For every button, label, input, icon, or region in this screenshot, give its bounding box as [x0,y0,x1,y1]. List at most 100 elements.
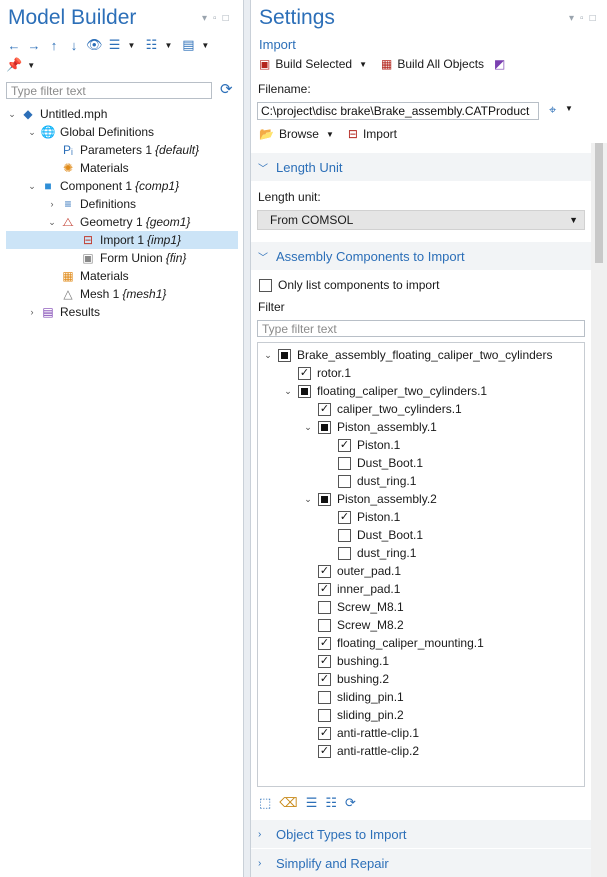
component-checkbox[interactable]: ✓ [318,636,331,650]
component-row[interactable]: ✓bushing.1 [302,652,389,670]
assembly-components-section-header[interactable]: ﹀ Assembly Components to Import [251,242,591,270]
component-checkbox[interactable] [298,384,311,398]
component-row[interactable]: ✓floating_caliper_mounting.1 [302,634,484,652]
select-all-icon[interactable]: ⬚ [259,795,272,810]
component-checkbox[interactable] [338,546,351,560]
component-checkbox[interactable] [318,708,331,722]
tree-node[interactable]: ✺Materials [6,159,238,177]
component-checkbox[interactable] [318,420,331,434]
component-row[interactable]: ⌄Brake_assembly_floating_caliper_two_cyl… [262,346,552,364]
component-checkbox[interactable] [338,474,351,488]
component-row[interactable]: dust_ring.1 [322,544,416,562]
object-types-section-header[interactable]: › Object Types to Import [251,820,591,848]
tree-node[interactable]: ›▤Results [6,303,238,321]
pin-node-icon[interactable]: 📌 [6,57,23,72]
chevron-right-icon[interactable]: › [30,307,34,317]
component-checkbox[interactable]: ✓ [318,726,331,740]
component-row[interactable]: ✓anti-rattle-clip.1 [302,724,419,742]
minimize-icon[interactable]: ▫ [213,13,217,24]
maximize-icon[interactable]: □ [222,13,229,24]
chevron-down-icon[interactable]: ▼ [27,60,36,70]
chevron-down-icon[interactable]: ▼ [164,40,173,50]
component-row[interactable]: ✓outer_pad.1 [302,562,401,580]
component-checkbox[interactable]: ✓ [338,438,351,452]
maximize-icon[interactable]: □ [589,13,596,24]
length-unit-section-header[interactable]: ﹀ Length Unit [251,153,591,181]
component-row[interactable]: sliding_pin.2 [302,706,404,724]
chevron-down-icon[interactable]: ▼ [127,40,136,50]
expand-sections-icon[interactable]: ☰ [108,37,121,52]
import-button[interactable]: ⊟ Import [347,127,397,141]
component-checkbox[interactable]: ✓ [318,564,331,578]
only-list-components-option[interactable]: Only list components to import [259,278,439,292]
component-row[interactable]: sliding_pin.1 [302,688,404,706]
settings-scrollbar[interactable] [591,143,607,877]
show-eye-icon[interactable]: 👁 [86,37,103,52]
chevron-down-icon[interactable]: ⌄ [264,349,272,360]
graphics-preview-button[interactable]: ◩ [494,57,505,71]
component-checkbox[interactable]: ✓ [318,744,331,758]
model-builder-filter-input[interactable] [6,82,212,99]
component-checkbox[interactable] [278,348,291,362]
tree-node[interactable]: ›≡Definitions [6,195,238,213]
tree-node[interactable]: ⊟Import 1{imp1} [6,231,238,249]
browse-button[interactable]: 📂 Browse ▼ [259,127,334,141]
component-row[interactable]: ⌄Piston_assembly.2 [302,490,437,508]
chevron-down-icon[interactable]: ⌄ [284,385,292,396]
pin-icon[interactable]: ▾ [202,13,208,24]
tree-node[interactable]: △Mesh 1{mesh1} [6,285,238,303]
tree-node[interactable]: ⌄◆Untitled.mph [6,105,238,123]
component-checkbox[interactable] [338,456,351,470]
component-row[interactable]: ✓caliper_two_cylinders.1 [302,400,462,418]
component-row[interactable]: Dust_Boot.1 [322,526,423,544]
component-row[interactable]: ✓Piston.1 [322,508,400,526]
chevron-down-icon[interactable]: ⌄ [304,421,312,432]
chevron-right-icon[interactable]: › [50,199,54,209]
component-filter-input[interactable] [257,320,585,337]
refresh-icon[interactable]: ⟳ [220,81,233,98]
component-checkbox[interactable]: ✓ [318,582,331,596]
component-row[interactable]: Screw_M8.1 [302,598,404,616]
filename-input[interactable] [257,102,539,120]
settings-scroll-thumb[interactable] [595,143,603,263]
component-checkbox[interactable] [338,528,351,542]
pin-icon[interactable]: ▾ [569,13,575,24]
back-arrow-icon[interactable]: ← [7,37,21,53]
component-row[interactable]: ⌄Piston_assembly.1 [302,418,437,436]
build-all-objects-button[interactable]: ▦ Build All Objects [380,57,485,71]
chevron-down-icon[interactable]: ▼ [565,104,573,113]
collapse-sections-icon[interactable]: ☷ [145,37,158,52]
component-row[interactable]: ✓inner_pad.1 [302,580,400,598]
length-unit-select[interactable]: From COMSOL ▼ [257,210,585,230]
forward-arrow-icon[interactable]: → [27,37,41,53]
tree-node[interactable]: ⌄■Component 1{comp1} [6,177,238,195]
component-checkbox[interactable] [318,600,331,614]
minimize-icon[interactable]: ▫ [580,13,584,24]
component-row[interactable]: ✓bushing.2 [302,670,389,688]
move-up-icon[interactable]: ↑ [50,37,58,53]
move-down-icon[interactable]: ↓ [70,37,78,53]
component-checkbox[interactable]: ✓ [318,654,331,668]
component-checkbox[interactable]: ✓ [318,402,331,416]
component-row[interactable]: Dust_Boot.1 [322,454,423,472]
tree-node[interactable]: ▣Form Union{fin} [6,249,238,267]
only-list-components-checkbox[interactable] [259,278,272,292]
chevron-down-icon[interactable]: ▼ [325,129,334,139]
chevron-down-icon[interactable]: ⌄ [28,180,36,191]
component-checkbox[interactable] [318,690,331,704]
component-checkbox[interactable] [318,492,331,506]
expand-all-icon[interactable]: ☰ [305,795,318,810]
collapse-all-icon[interactable]: ☷ [325,795,337,810]
chevron-down-icon[interactable]: ⌄ [28,126,36,137]
chevron-down-icon[interactable]: ⌄ [48,216,56,227]
clear-selection-icon[interactable]: ⌫ [279,795,298,810]
component-checkbox[interactable] [318,618,331,632]
component-row[interactable]: ⌄floating_caliper_two_cylinders.1 [282,382,487,400]
tree-node[interactable]: ▦Materials [6,267,238,285]
tree-node[interactable]: ⌄🌐Global Definitions [6,123,238,141]
component-checkbox[interactable]: ✓ [298,366,311,380]
chevron-down-icon[interactable]: ▼ [359,59,367,69]
refresh-icon[interactable]: ⟳ [345,795,356,810]
component-checkbox[interactable]: ✓ [338,510,351,524]
